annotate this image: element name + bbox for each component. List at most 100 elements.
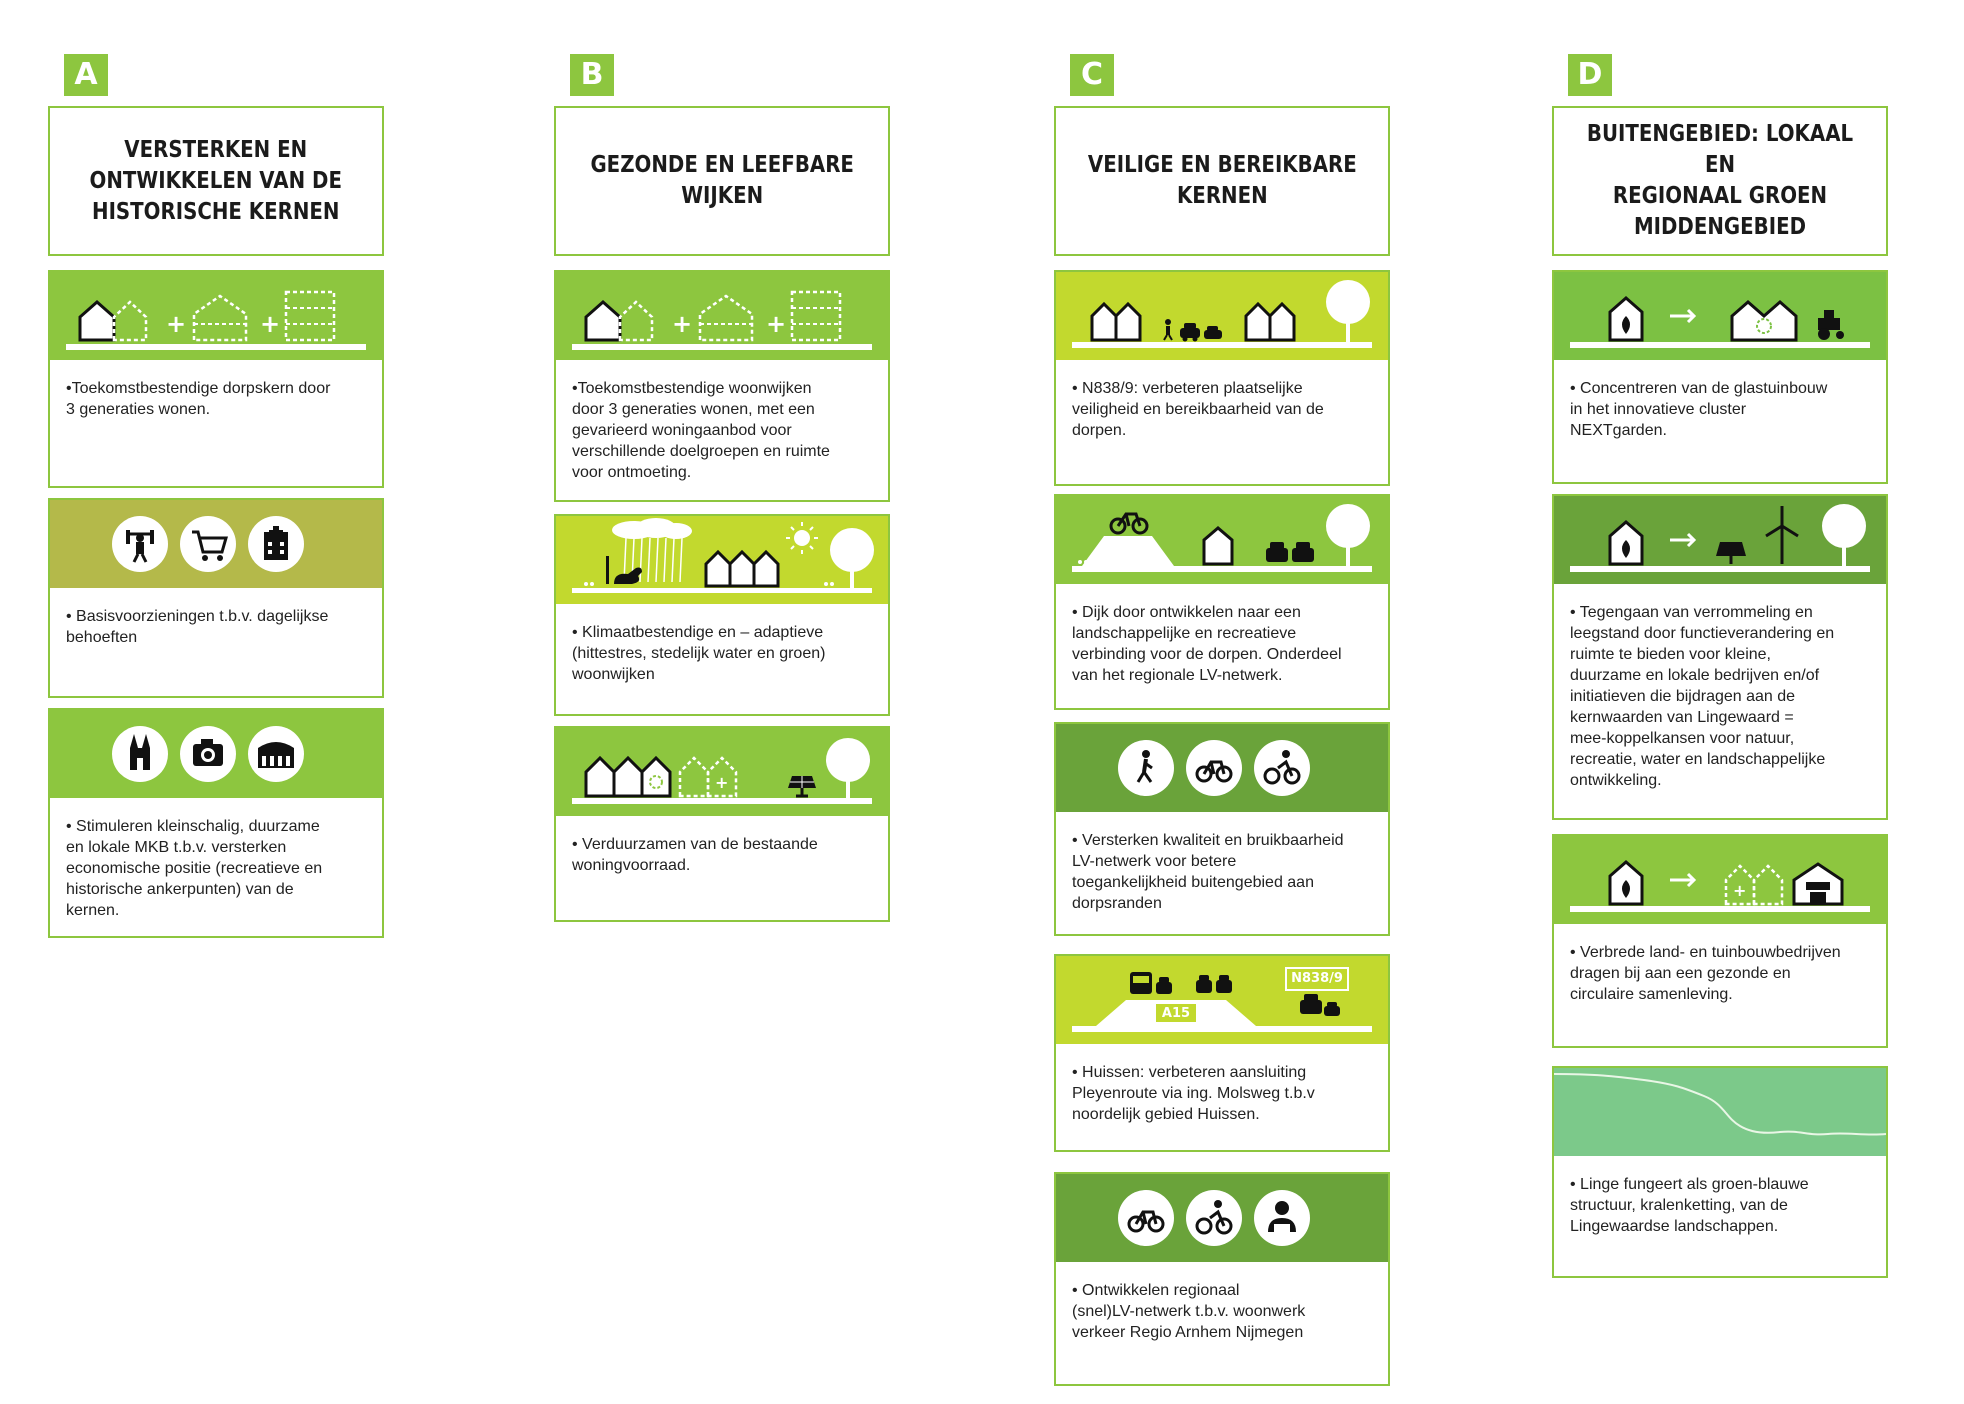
svg-text:+: + bbox=[1733, 881, 1746, 900]
pedestrian-icon bbox=[1118, 740, 1174, 796]
car-icon bbox=[1204, 326, 1222, 339]
car-icon bbox=[1266, 542, 1288, 562]
village-road-illustration bbox=[1056, 272, 1388, 360]
broadened-farms-illustration: + bbox=[1554, 836, 1886, 924]
tree-icon bbox=[1326, 280, 1370, 342]
theme-card: • Ontwikkelen regionaal (snel)LV-netwerk… bbox=[1054, 1172, 1390, 1386]
cyclist-icon bbox=[1186, 1190, 1242, 1246]
arrow-right-icon bbox=[1670, 308, 1697, 324]
greenhouse-cluster-illustration bbox=[1554, 272, 1886, 360]
theme-card: • Basisvoorzieningen t.b.v. dagelijkse b… bbox=[48, 498, 384, 698]
theme-card: • Versterken kwaliteit en bruikbaarheid … bbox=[1054, 722, 1390, 936]
sun-icon bbox=[786, 522, 818, 554]
theme-card: • Klimaatbestendige en – adaptieve (hitt… bbox=[554, 514, 890, 716]
car-icon bbox=[1156, 977, 1172, 994]
rain-cloud-icon bbox=[612, 518, 692, 583]
highway-connection-illustration: A15 N838/9 bbox=[1056, 956, 1388, 1044]
card-text: • Ontwikkelen regionaal (snel)LV-netwerk… bbox=[1072, 1282, 1306, 1341]
farm-shop-icon bbox=[1792, 862, 1844, 906]
column-title: GEZONDE EN LEEFBARE WIJKEN bbox=[590, 152, 854, 209]
regional-network-illustration bbox=[1056, 1174, 1388, 1262]
theme-card: • N838/9: verbeteren plaatselijke veilig… bbox=[1054, 270, 1390, 486]
theme-card: • Linge fungeert als groen-blauwe struct… bbox=[1552, 1066, 1888, 1278]
theme-card: • Tegengaan van verrommeling en leegstan… bbox=[1552, 494, 1888, 820]
duck-icon bbox=[606, 556, 642, 584]
theme-card: + + •Toekomstbestendige dorpskern door 3… bbox=[48, 270, 384, 488]
houses-generations-illustration: + + bbox=[50, 272, 382, 360]
tractor-icon bbox=[1818, 310, 1844, 340]
church-icon bbox=[112, 726, 168, 782]
card-text: • Concentreren van de glastuinbouw in he… bbox=[1570, 380, 1828, 439]
theme-card: • Dijk door ontwikkelen naar een landsch… bbox=[1054, 494, 1390, 710]
card-text: • Verduurzamen van de bestaande woningvo… bbox=[572, 836, 818, 874]
card-text: • Verbrede land- en tuinbouwbedrijven dr… bbox=[1570, 944, 1841, 1003]
column-title: VEILIGE EN BEREIKBARE KERNEN bbox=[1087, 152, 1357, 209]
cyclist-icon bbox=[1254, 740, 1310, 796]
solar-panel-icon bbox=[1716, 542, 1746, 564]
houses-generations-illustration: + + bbox=[556, 272, 888, 360]
sustainable-housing-illustration: + bbox=[556, 728, 888, 816]
gym-icon bbox=[112, 516, 168, 572]
greenhouse-icon bbox=[1608, 520, 1644, 566]
heritage-illustration bbox=[50, 710, 382, 798]
column-header: BUITENGEBIED: LOKAAL EN REGIONAAL GROEN … bbox=[1552, 106, 1888, 256]
column-letter: A bbox=[64, 54, 108, 96]
bicycle-icon bbox=[1109, 512, 1149, 535]
column-letter: D bbox=[1568, 54, 1612, 96]
tree-icon bbox=[826, 738, 870, 798]
shopping-cart-icon bbox=[180, 516, 236, 572]
theme-card: + + •Toekomstbestendige woonwijken door … bbox=[554, 270, 890, 502]
column-letter: B bbox=[570, 54, 614, 96]
climate-illustration bbox=[556, 516, 888, 604]
card-text: • Versterken kwaliteit en bruikbaarheid … bbox=[1072, 832, 1344, 912]
colosseum-icon bbox=[248, 726, 304, 782]
card-text: •Toekomstbestendige woonwijken door 3 ge… bbox=[572, 380, 830, 481]
card-text: • Tegengaan van verrommeling en leegstan… bbox=[1570, 604, 1835, 789]
theme-card: • Concentreren van de glastuinbouw in he… bbox=[1552, 270, 1888, 484]
wind-turbine-icon bbox=[1765, 506, 1799, 564]
car-icon bbox=[1324, 1002, 1340, 1016]
card-text: • Stimuleren kleinschalig, duurzame en l… bbox=[66, 818, 323, 919]
solar-panel-icon bbox=[788, 776, 816, 798]
arrow-right-icon bbox=[1670, 532, 1697, 548]
greenhouse-icon bbox=[1608, 860, 1644, 906]
car-icon bbox=[1180, 323, 1200, 342]
svg-text:+: + bbox=[715, 773, 728, 792]
card-text: • Linge fungeert als groen-blauwe struct… bbox=[1570, 1176, 1809, 1235]
theme-card: A15 N838/9 • Huissen: verbeteren aanslui… bbox=[1054, 954, 1390, 1152]
svg-text:+: + bbox=[166, 310, 186, 338]
office-worker-icon bbox=[1254, 1190, 1310, 1246]
theme-card: + • Verbrede land- en tuinbouwbedrijven … bbox=[1552, 834, 1888, 1048]
card-text: •Toekomstbestendige dorpskern door 3 gen… bbox=[66, 380, 331, 418]
column-title: VERSTERKEN EN ONTWIKKELEN VAN DE HISTORI… bbox=[89, 136, 343, 225]
theme-card: + • Verduurzamen van de bestaande woning… bbox=[554, 726, 890, 922]
dike-route-illustration bbox=[1056, 496, 1388, 584]
hospital-icon bbox=[248, 516, 304, 572]
car-icon bbox=[1216, 975, 1232, 993]
road-label-a15: A15 bbox=[1161, 1006, 1191, 1021]
road-sign-a15 bbox=[1156, 1004, 1196, 1022]
tree-icon bbox=[1822, 504, 1866, 566]
theme-card: • Stimuleren kleinschalig, duurzame en l… bbox=[48, 708, 384, 938]
column-header: VERSTERKEN EN ONTWIKKELEN VAN DE HISTORI… bbox=[48, 106, 384, 256]
card-text: • Klimaatbestendige en – adaptieve (hitt… bbox=[572, 624, 826, 683]
car-icon bbox=[1196, 975, 1212, 993]
card-text: • N838/9: verbeteren plaatselijke veilig… bbox=[1072, 380, 1324, 439]
column-title: BUITENGEBIED: LOKAAL EN REGIONAAL GROEN … bbox=[1586, 121, 1854, 240]
card-text: • Basisvoorzieningen t.b.v. dagelijkse b… bbox=[66, 608, 329, 646]
column-header: GEZONDE EN LEEFBARE WIJKEN bbox=[554, 106, 890, 256]
car-icon bbox=[1300, 994, 1322, 1014]
camera-icon bbox=[180, 726, 236, 782]
bicycle-icon bbox=[1186, 740, 1242, 796]
car-icon bbox=[1292, 542, 1314, 562]
column-letter: C bbox=[1070, 54, 1114, 96]
greenhouse-icon bbox=[1608, 296, 1644, 342]
svg-text:+: + bbox=[260, 310, 280, 338]
bus-icon bbox=[1130, 972, 1152, 994]
svg-text:+: + bbox=[672, 310, 692, 338]
column-header: VEILIGE EN BEREIKBARE KERNEN bbox=[1054, 106, 1390, 256]
arrow-right-icon bbox=[1670, 872, 1697, 888]
bicycle-icon bbox=[1118, 1190, 1174, 1246]
tree-icon bbox=[1326, 504, 1370, 566]
card-text: • Huissen: verbeteren aansluiting Pleyen… bbox=[1072, 1064, 1315, 1123]
